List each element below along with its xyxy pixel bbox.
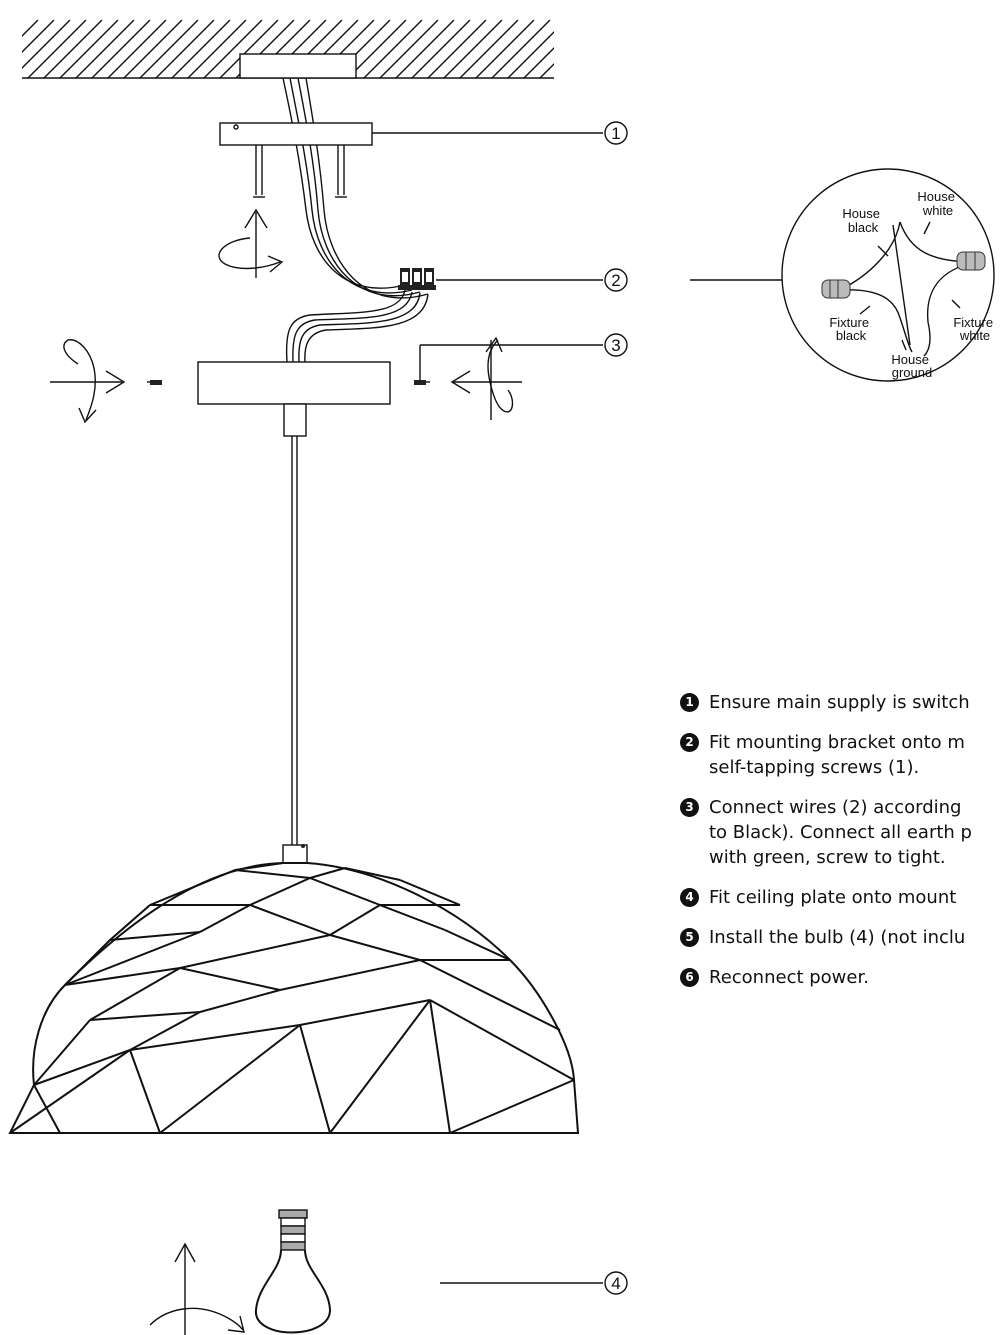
callout-4: 4 <box>604 1271 628 1295</box>
label-house-black: House black <box>842 206 883 235</box>
shade-facet-edge <box>64 931 201 986</box>
shade-facet-edge <box>33 1019 91 1086</box>
shade-facet-edge <box>309 867 346 879</box>
shade-facet-edge <box>64 967 181 986</box>
shade-facet-edge <box>129 1049 161 1134</box>
shade-facet-edge <box>159 1024 301 1134</box>
shade-facet-edge <box>344 867 401 881</box>
step-number-badge: 3 <box>680 798 699 817</box>
rotate-arrow-icon <box>218 208 284 278</box>
instruction-step: 5 Install the bulb (4) (not inclu <box>678 925 1007 950</box>
shade-facet-edge <box>234 862 284 871</box>
svg-text:4: 4 <box>611 1274 620 1293</box>
shade-facet-edge <box>199 904 251 933</box>
shade-facet-edge <box>109 931 201 941</box>
step-text: self-tapping screws (1). <box>709 757 920 778</box>
wire-connectors <box>398 268 436 290</box>
instruction-step: 6 Reconnect power. <box>678 965 1007 990</box>
rotate-arrow-left-icon <box>50 339 126 424</box>
shade-facet-edge <box>449 1079 575 1134</box>
step-number-badge: 5 <box>680 928 699 947</box>
instruction-step: 3 Connect wires (2) according to Black). C… <box>678 795 1007 870</box>
svg-text:2: 2 <box>611 271 620 290</box>
wiring-detail: House white House black Fixture black Fi… <box>781 168 996 382</box>
step-text: Ensure main supply is switch <box>709 692 970 713</box>
step-number-badge: 2 <box>680 733 699 752</box>
shade-facet-edge <box>329 999 431 1134</box>
label-house-ground: House ground <box>891 352 932 380</box>
shade-facet-edge <box>399 879 461 906</box>
shade-facet-edge <box>9 1049 131 1134</box>
callout-2: 2 <box>604 268 628 292</box>
shade-facet-edge <box>64 939 111 986</box>
callout-3: 3 <box>604 333 628 357</box>
shade-facet-edge <box>33 1084 61 1134</box>
step-text: to Black). Connect all earth p <box>709 822 972 843</box>
mounting-bracket <box>219 122 373 198</box>
shade-facet-edge <box>299 1024 331 1134</box>
step-text: Connect wires (2) according <box>709 797 962 818</box>
label-fixture-black: Fixture black <box>829 315 872 343</box>
step-number-badge: 6 <box>680 968 699 987</box>
install-arrow-icon <box>149 1242 245 1335</box>
shade-facet-edge <box>149 869 236 906</box>
shade-facet-edge <box>234 869 311 879</box>
shade-facet-edge <box>109 904 151 941</box>
instruction-step: 2 Fit mounting bracket onto m self-tapping… <box>678 730 1007 780</box>
instruction-steps: 1 Ensure main supply is switch 2 Fit mounti… <box>678 690 1007 1005</box>
shade-facet-edge <box>429 999 451 1134</box>
step-text: Fit mounting bracket onto m <box>709 732 965 753</box>
shade-facet-edge <box>249 877 311 906</box>
step-number-badge: 1 <box>680 693 699 712</box>
step-text: Install the bulb (4) (not inclu <box>709 927 966 948</box>
svg-text:3: 3 <box>611 336 620 355</box>
shade-facet-edge <box>379 904 446 931</box>
instruction-step: 4 Fit ceiling plate onto mount <box>678 885 1007 910</box>
shade-facet-edge <box>329 934 421 961</box>
label-fixture-white: Fixture white <box>953 315 996 343</box>
pendant-shade <box>8 862 580 1134</box>
step-text: Reconnect power. <box>709 967 869 988</box>
wire-nut-right <box>956 251 986 271</box>
shade-facet-edge <box>129 1011 201 1051</box>
shade-facet-edge <box>419 959 561 1031</box>
shade-facet-edge <box>199 989 281 1013</box>
shade-facet-edge <box>89 967 181 1021</box>
step-number-badge: 4 <box>680 888 699 907</box>
svg-text:1: 1 <box>611 124 620 143</box>
shade-facet-edge <box>249 904 331 936</box>
supply-wires <box>282 77 429 299</box>
ceiling-plate <box>197 361 391 405</box>
shade-facet-edge <box>129 1024 301 1051</box>
shade-facet-edge <box>309 877 381 906</box>
step-text: Fit ceiling plate onto mount <box>709 887 957 908</box>
shade-facet-edge <box>329 904 381 936</box>
shade-facet-edge <box>33 1049 131 1086</box>
rotate-arrow-right-icon <box>450 336 522 420</box>
instruction-step: 1 Ensure main supply is switch <box>678 690 1007 715</box>
shade-facet-edge <box>179 934 331 969</box>
fixture-wires <box>285 289 429 363</box>
step-text: with green, screw to tight. <box>709 847 946 868</box>
shade-facet-edge <box>179 967 281 991</box>
shade-facet-edge <box>429 999 575 1081</box>
suspension-rod <box>283 403 307 845</box>
side-screws <box>147 370 430 385</box>
shade-facet-edge <box>279 959 421 991</box>
shade-facet-edge <box>299 999 431 1026</box>
shade-facet-edge <box>444 929 511 961</box>
label-house-white: House white <box>917 189 958 218</box>
callout-1: 1 <box>604 121 628 145</box>
shade-facet-edge <box>89 1011 201 1021</box>
wire-nut-left <box>821 279 851 299</box>
bulb <box>254 1209 332 1334</box>
ceiling-hatch <box>22 20 554 79</box>
lamp-neck <box>282 844 308 864</box>
junction-box <box>239 53 357 79</box>
